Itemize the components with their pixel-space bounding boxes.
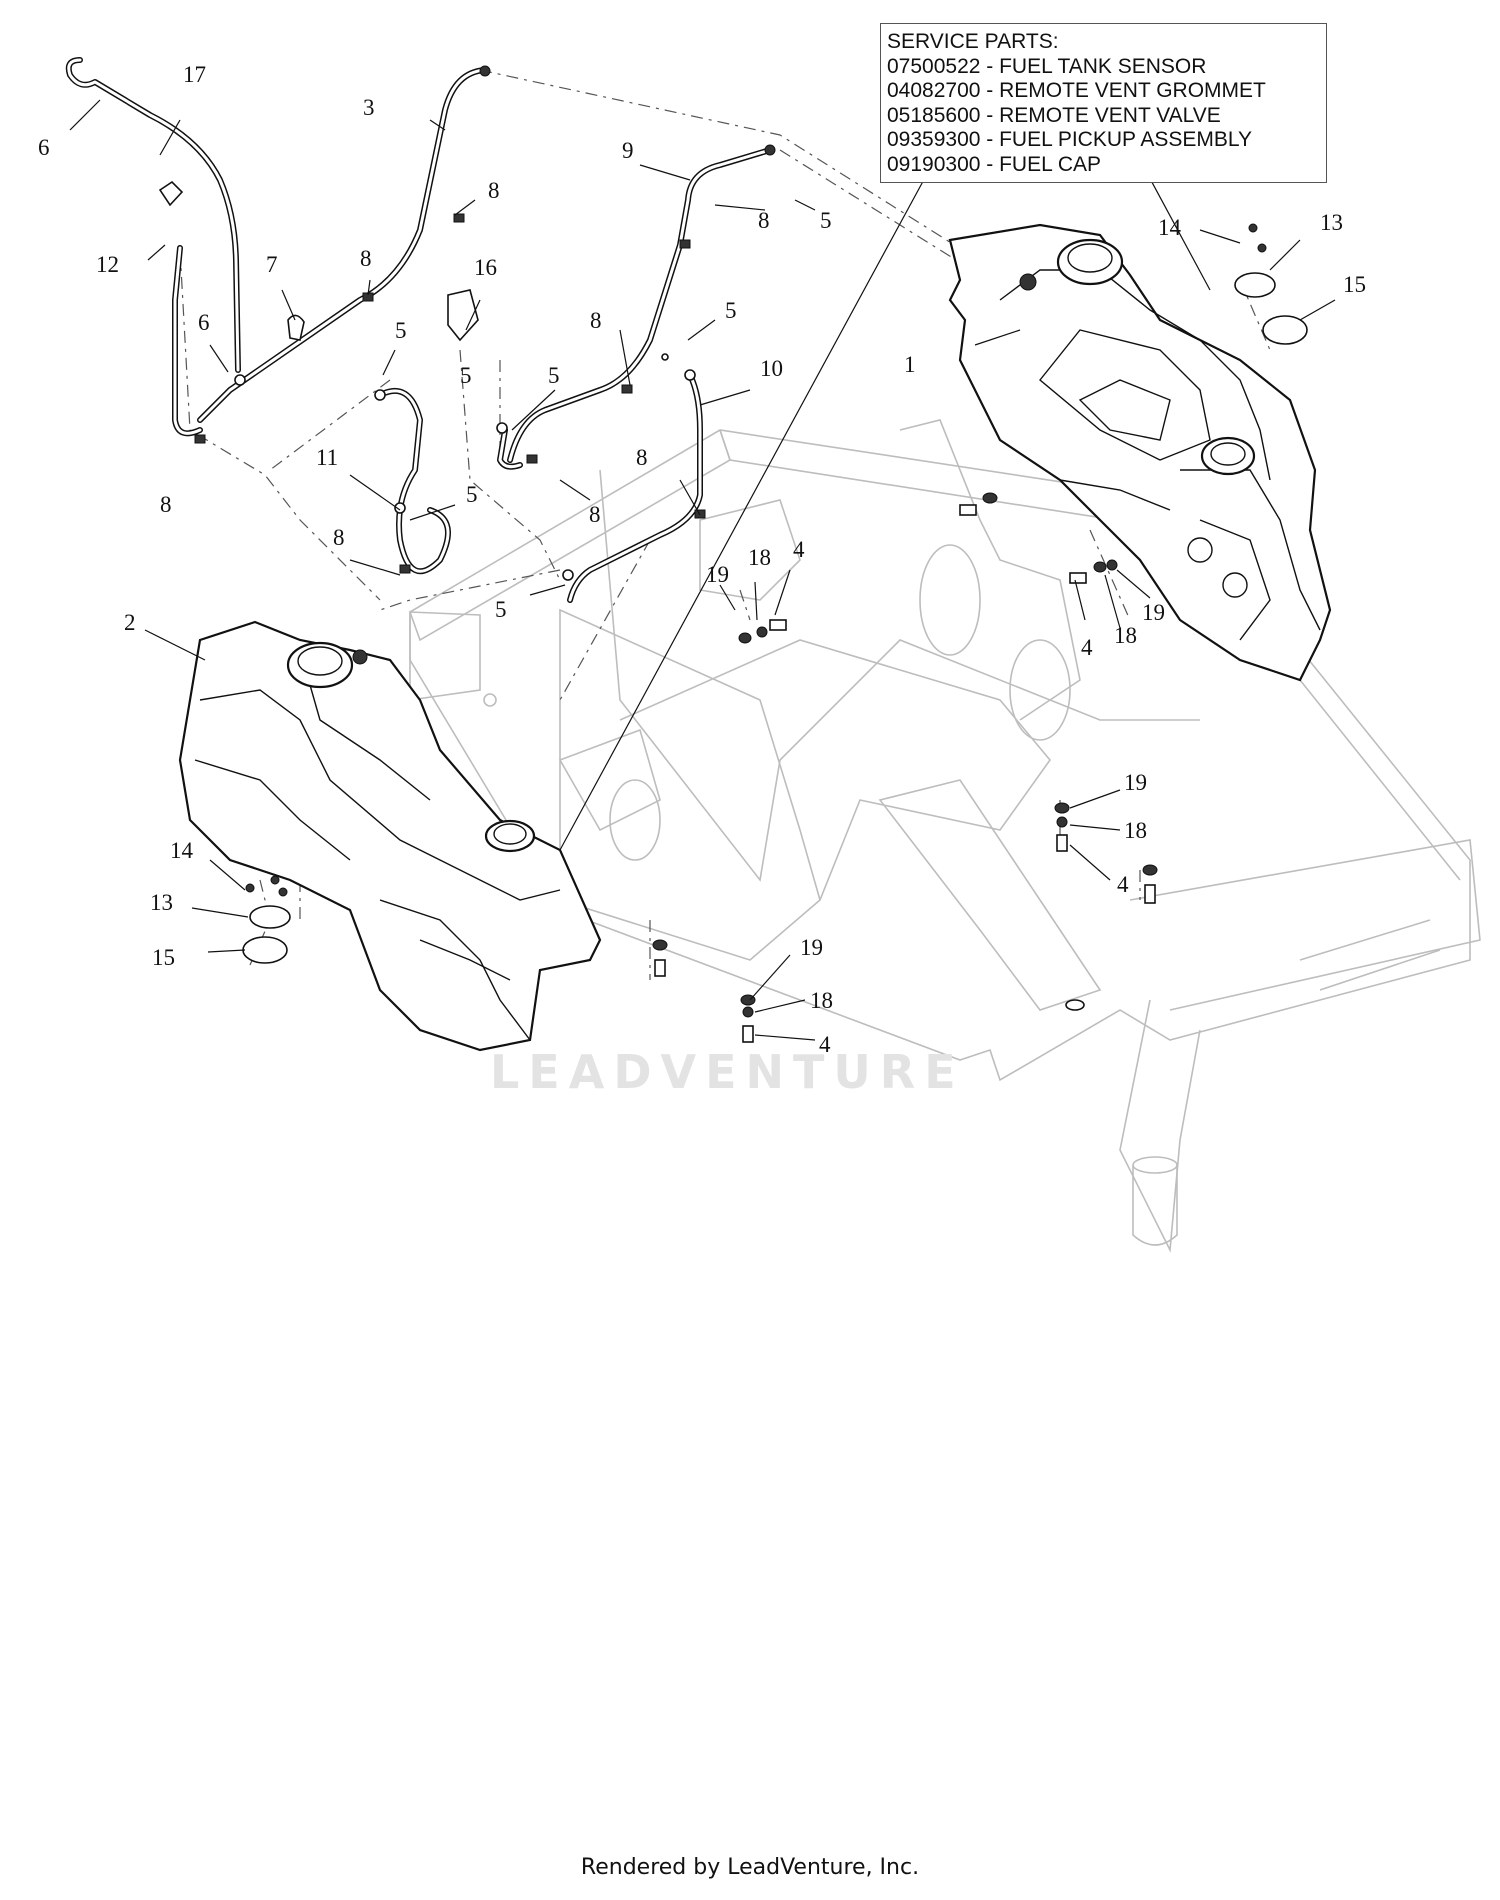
callout-8: 8 xyxy=(758,208,770,233)
service-part-item: 09190300 - FUEL CAP xyxy=(887,152,1102,176)
fuel-tank-right xyxy=(948,223,1332,682)
service-parts-heading: SERVICE PARTS: xyxy=(887,30,1059,53)
callout-4: 4 xyxy=(1081,635,1093,660)
watermark-text: LEADVENTURE xyxy=(490,1045,965,1099)
callout-8: 8 xyxy=(488,178,500,203)
callout-8: 8 xyxy=(333,525,345,550)
footer-credit: Rendered by LeadVenture, Inc. xyxy=(580,1855,920,1880)
callout-11: 11 xyxy=(316,445,338,470)
callout-13: 13 xyxy=(1320,210,1343,235)
callout-6: 6 xyxy=(38,135,50,160)
callout-5: 5 xyxy=(466,482,478,507)
callout-5: 5 xyxy=(495,597,507,622)
callout-8: 8 xyxy=(636,445,648,470)
callout-4: 4 xyxy=(1117,872,1129,897)
callout-17: 17 xyxy=(183,62,206,87)
callout-8: 8 xyxy=(360,246,372,271)
callout-12: 12 xyxy=(96,252,119,277)
leader-lines xyxy=(69,99,1336,1041)
callout-labels: 17 3 6 9 8 8 5 8 12 7 16 5 8 6 5 8 5 10 … xyxy=(38,62,1366,1057)
callout-8: 8 xyxy=(589,502,601,527)
callout-15: 15 xyxy=(152,945,175,970)
service-part-item: 09359300 - FUEL PICKUP ASSEMBLY xyxy=(887,128,1252,151)
service-part-item: 04082700 - REMOTE VENT GROMMET xyxy=(887,79,1266,102)
callout-5: 5 xyxy=(820,208,832,233)
callout-19: 19 xyxy=(1124,770,1147,795)
callout-16: 16 xyxy=(474,255,497,280)
callout-8: 8 xyxy=(160,492,172,517)
callout-18: 18 xyxy=(748,545,771,570)
callout-3: 3 xyxy=(363,95,375,120)
fuel-tank-left xyxy=(178,620,602,1052)
callout-5: 5 xyxy=(725,298,737,323)
callout-18: 18 xyxy=(1114,623,1137,648)
callout-13: 13 xyxy=(150,890,173,915)
assembly-lines xyxy=(179,69,1271,980)
callout-7: 7 xyxy=(266,252,278,277)
callout-14: 14 xyxy=(1158,215,1182,240)
callout-18: 18 xyxy=(1124,818,1147,843)
callout-1: 1 xyxy=(904,352,916,377)
mower-frame xyxy=(409,419,1481,1253)
callout-9: 9 xyxy=(622,138,634,163)
callout-15: 15 xyxy=(1343,272,1366,297)
callout-4: 4 xyxy=(819,1032,831,1057)
callout-2: 2 xyxy=(124,610,136,635)
service-parts-box: SERVICE PARTS: 07500522 - FUEL TANK SENS… xyxy=(880,23,1327,183)
callout-5: 5 xyxy=(460,363,472,388)
callout-10: 10 xyxy=(760,356,783,381)
callout-6: 6 xyxy=(198,310,210,335)
callout-19: 19 xyxy=(800,935,823,960)
callout-19: 19 xyxy=(1142,600,1165,625)
callout-8: 8 xyxy=(590,308,602,333)
callout-5: 5 xyxy=(395,318,407,343)
callout-4: 4 xyxy=(793,537,805,562)
callout-19: 19 xyxy=(706,562,729,587)
service-part-item: 05185600 - REMOTE VENT VALVE xyxy=(887,103,1221,127)
callout-14: 14 xyxy=(170,838,194,863)
fuel-hoses xyxy=(65,57,773,603)
callout-5: 5 xyxy=(548,363,560,388)
callout-18: 18 xyxy=(810,988,833,1013)
service-part-item: 07500522 - FUEL TANK SENSOR xyxy=(887,54,1207,78)
